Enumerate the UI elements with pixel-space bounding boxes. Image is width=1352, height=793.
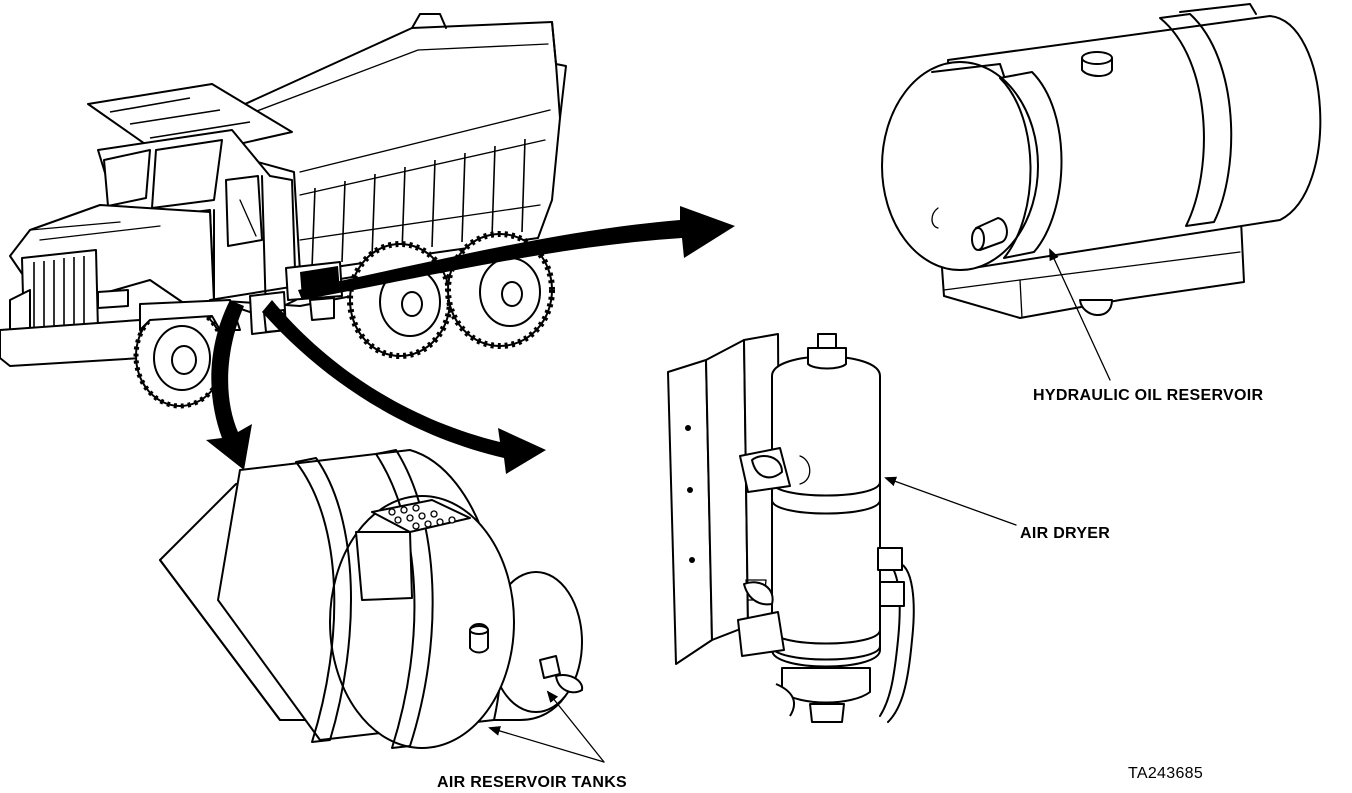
arrow-to-air-tanks (206, 300, 252, 470)
truck-cab (97, 129, 297, 317)
hydraulic-oil-reservoir (881, 3, 1322, 319)
mounting-bracket (667, 359, 713, 665)
arrow-to-air-dryer (262, 300, 546, 474)
label-air-dryer: AIR DRYER (1020, 525, 1110, 542)
front-wheel (133, 299, 241, 409)
leader-lines (488, 248, 1111, 763)
leader-air-tank-large (488, 726, 605, 763)
leader-air-tank-small (546, 690, 605, 763)
air-dryer (667, 333, 915, 723)
front-bumper (0, 319, 143, 367)
dump-body (209, 13, 567, 273)
dump-truck (0, 13, 567, 409)
figure-id: TA243685 (1128, 765, 1203, 782)
air-reservoir-tanks (159, 449, 584, 749)
label-air-reservoir-tanks: AIR RESERVOIR TANKS (437, 774, 627, 791)
arrow-to-hydraulic-reservoir (298, 206, 735, 300)
label-hydraulic-oil-reservoir: HYDRAULIC OIL RESERVOIR (1033, 387, 1263, 404)
leader-hydraulic (1049, 248, 1111, 381)
leader-air-dryer (884, 476, 1017, 526)
callout-arrows (206, 206, 735, 474)
